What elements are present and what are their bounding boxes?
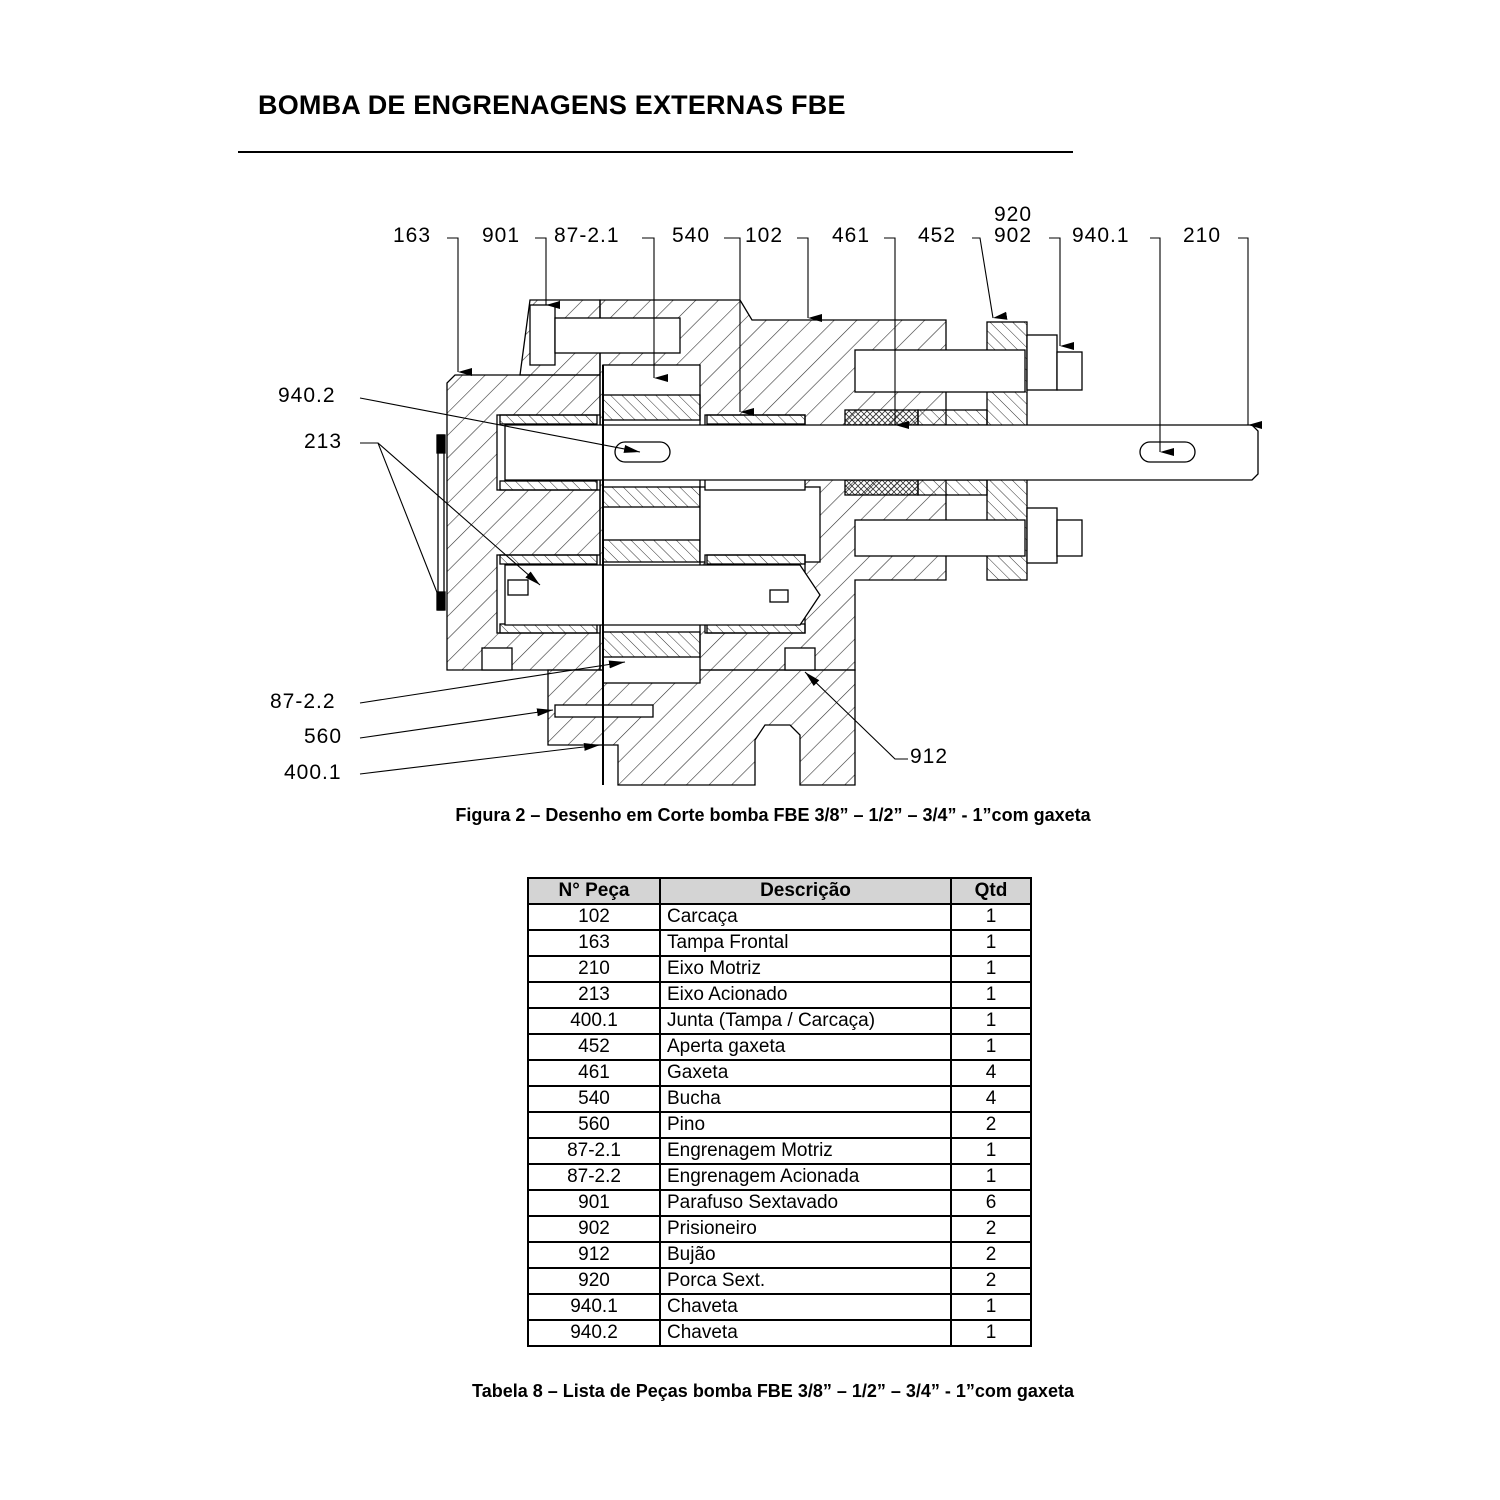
quantity-cell: 1 [950, 1163, 1032, 1191]
quantity-cell: 1 [950, 929, 1032, 957]
callout-920: 920 [994, 203, 1032, 226]
description-cell: Aperta gaxeta [659, 1033, 952, 1061]
part-number-cell: 87-2.1 [527, 1137, 661, 1165]
quantity-cell: 1 [950, 1007, 1032, 1035]
quantity-cell: 1 [950, 1319, 1032, 1347]
description-cell: Porca Sext. [659, 1267, 952, 1295]
description-cell: Engrenagem Motriz [659, 1137, 952, 1165]
quantity-cell: 2 [950, 1215, 1032, 1243]
callout-102: 102 [745, 224, 783, 247]
part-number-cell: 560 [527, 1111, 661, 1139]
table-header-row: N° Peça Descrição Qtd [527, 877, 1032, 905]
description-cell: Tampa Frontal [659, 929, 952, 957]
description-cell: Bucha [659, 1085, 952, 1113]
description-cell: Parafuso Sextavado [659, 1189, 952, 1217]
callout-461: 461 [832, 224, 870, 247]
part-number-cell: 540 [527, 1085, 661, 1113]
description-cell: Gaxeta [659, 1059, 952, 1087]
callout-912: 912 [910, 745, 948, 768]
callout-163: 163 [393, 224, 431, 247]
callout-87-2-1: 87-2.1 [554, 224, 620, 247]
part-number-cell: 461 [527, 1059, 661, 1087]
description-cell: Bujão [659, 1241, 952, 1269]
pump-section-drawing: 163 901 87-2.1 540 102 461 452 920 902 9… [270, 203, 1262, 786]
quantity-cell: 1 [950, 955, 1032, 983]
part-number-cell: 452 [527, 1033, 661, 1061]
quantity-cell: 6 [950, 1189, 1032, 1217]
quantity-cell: 2 [950, 1267, 1032, 1295]
quantity-cell: 2 [950, 1241, 1032, 1269]
description-cell: Eixo Acionado [659, 981, 952, 1009]
quantity-cell: 1 [950, 1137, 1032, 1165]
callout-901: 901 [482, 224, 520, 247]
part-number-cell: 920 [527, 1267, 661, 1295]
quantity-cell: 4 [950, 1085, 1032, 1113]
description-cell: Engrenagem Acionada [659, 1163, 952, 1191]
part-number-cell: 163 [527, 929, 661, 957]
description-cell: Pino [659, 1111, 952, 1139]
pump-body [436, 299, 1259, 786]
callout-87-2-2: 87-2.2 [270, 690, 336, 713]
quantity-cell: 4 [950, 1059, 1032, 1087]
callout-labels: 163 901 87-2.1 540 102 461 452 920 902 9… [270, 203, 1221, 784]
part-number-cell: 210 [527, 955, 661, 983]
callout-210: 210 [1183, 224, 1221, 247]
part-number-cell: 902 [527, 1215, 661, 1243]
part-number-cell: 912 [527, 1241, 661, 1269]
part-number-cell: 102 [527, 903, 661, 931]
part-number-cell: 400.1 [527, 1007, 661, 1035]
callout-400-1: 400.1 [284, 761, 342, 784]
part-number-cell: 940.2 [527, 1319, 661, 1347]
column-header-part-number: N° Peça [527, 877, 661, 905]
description-cell: Prisioneiro [659, 1215, 952, 1243]
figure-caption: Figura 2 – Desenho em Corte bomba FBE 3/… [455, 805, 1091, 825]
part-number-cell: 940.1 [527, 1293, 661, 1321]
callout-213: 213 [304, 430, 342, 453]
callout-940-2: 940.2 [278, 384, 336, 407]
description-cell: Junta (Tampa / Carcaça) [659, 1007, 952, 1035]
page-title: BOMBA DE ENGRENAGENS EXTERNAS FBE [258, 90, 846, 120]
description-cell: Eixo Motriz [659, 955, 952, 983]
description-cell: Carcaça [659, 903, 952, 931]
leader-lines [359, 237, 1262, 775]
part-number-cell: 87-2.2 [527, 1163, 661, 1191]
callout-940-1: 940.1 [1072, 224, 1130, 247]
quantity-cell: 1 [950, 1033, 1032, 1061]
description-cell: Chaveta [659, 1293, 952, 1321]
description-cell: Chaveta [659, 1319, 952, 1347]
column-header-description: Descrição [659, 877, 952, 905]
callout-902: 902 [994, 224, 1032, 247]
quantity-cell: 1 [950, 981, 1032, 1009]
callout-560: 560 [304, 725, 342, 748]
callout-452: 452 [918, 224, 956, 247]
column-header-quantity: Qtd [950, 877, 1032, 905]
part-number-cell: 213 [527, 981, 661, 1009]
title-divider [238, 151, 1073, 153]
quantity-cell: 2 [950, 1111, 1032, 1139]
quantity-cell: 1 [950, 1293, 1032, 1321]
callout-540: 540 [672, 224, 710, 247]
part-number-cell: 901 [527, 1189, 661, 1217]
table-caption: Tabela 8 – Lista de Peças bomba FBE 3/8”… [472, 1381, 1074, 1401]
quantity-cell: 1 [950, 903, 1032, 931]
